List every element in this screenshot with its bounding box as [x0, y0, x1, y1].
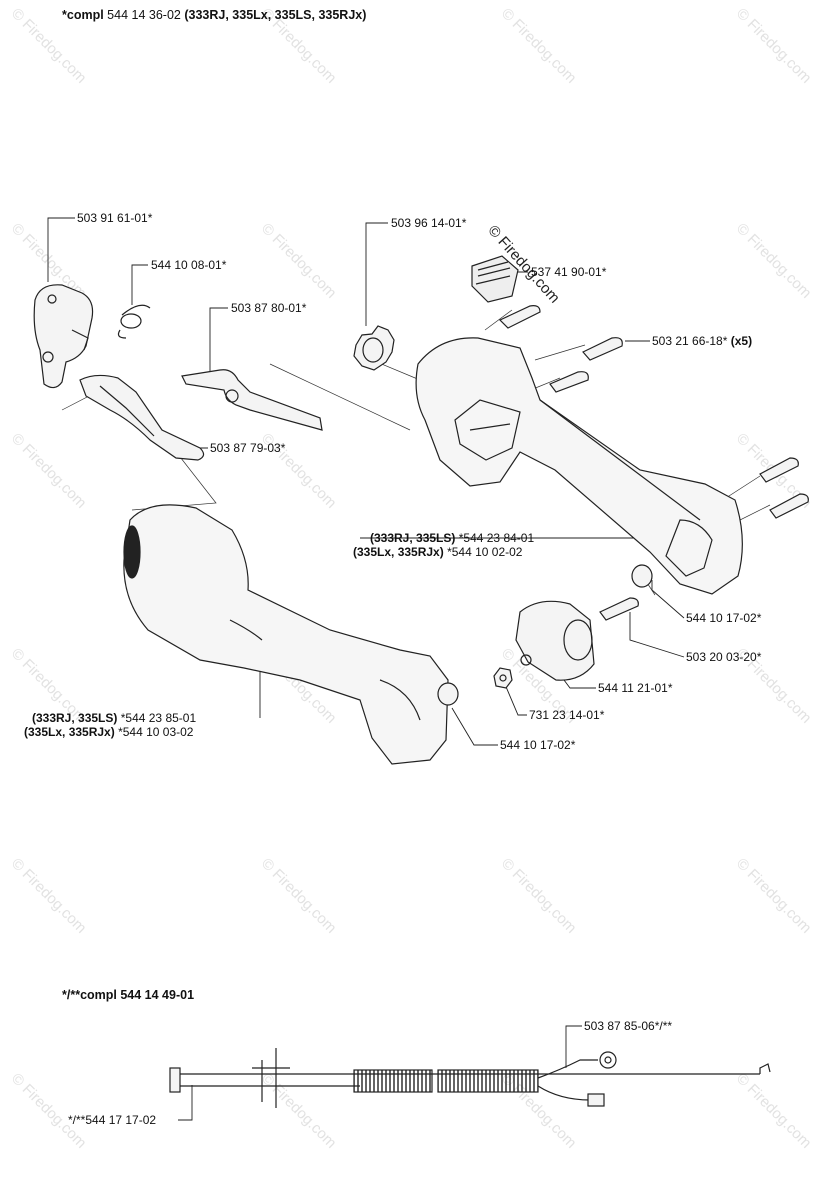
part-number: 503 21 66-18* [652, 334, 728, 348]
part-label-variant: (335Lx, 335RJx) *544 10 03-02 [24, 725, 193, 739]
part-label: 537 41 90-01* [531, 265, 607, 279]
title-models: (333RJ, 335Lx, 335LS, 335RJx) [184, 8, 367, 22]
title-number: 544 14 36-02 [107, 8, 181, 22]
part-label: 544 10 08-01* [151, 258, 227, 272]
cable-harness [169, 1048, 771, 1108]
part-bushes [437, 564, 653, 706]
part-label: 544 10 17-02* [686, 611, 762, 625]
part-label-with-qty: 503 21 66-18* (x5) [652, 334, 752, 348]
part-label: 731 23 14-01* [529, 708, 605, 722]
variant-models: (335Lx, 335RJx) [353, 545, 444, 559]
part-label: 503 20 03-20* [686, 650, 762, 664]
part-throttle-cover [33, 284, 94, 389]
part-handle-upper [415, 337, 743, 595]
part-label: 503 87 80-01* [231, 301, 307, 315]
part-label-variant: (335Lx, 335RJx) *544 10 02-02 [353, 545, 522, 559]
part-label-variant: (333RJ, 335LS) *544 23 85-01 [32, 711, 196, 725]
variant-number: *544 10 03-02 [118, 725, 194, 739]
part-label: 503 96 14-01* [391, 216, 467, 230]
part-throttle-trigger [79, 374, 205, 461]
part-quantity: (x5) [730, 334, 753, 348]
part-label: 503 87 85-06*/** [584, 1019, 673, 1033]
part-label: */**544 17 17-02 [68, 1113, 157, 1127]
variant-models: (333RJ, 335LS) [370, 531, 456, 545]
part-spring [117, 304, 151, 339]
cable-kit-title-text: */**compl 544 14 49-01 [62, 988, 195, 1002]
part-ring-nut [353, 325, 395, 371]
variant-number: *544 23 84-01 [458, 531, 535, 545]
part-label: 503 91 61-01* [77, 211, 153, 225]
part-label: 544 10 17-02* [500, 738, 576, 752]
variant-number: *544 10 02-02 [447, 545, 523, 559]
part-stop-switch [471, 255, 519, 303]
cable-kit-title: */**compl 544 14 49-01 [62, 988, 194, 1002]
part-handle-lower [123, 504, 449, 765]
variant-models: (333RJ, 335LS) [32, 711, 118, 725]
part-screws [498, 305, 809, 621]
variant-number: *544 23 85-01 [120, 711, 197, 725]
part-clamp [515, 600, 595, 681]
title-prefix: *compl [62, 8, 104, 22]
variant-models: (335Lx, 335RJx) [24, 725, 115, 739]
part-nut [493, 667, 513, 689]
part-label: 503 87 79-03* [210, 441, 286, 455]
diagram-title: *compl 544 14 36-02 (333RJ, 335Lx, 335LS… [62, 8, 366, 22]
part-throttle-rod [181, 369, 323, 431]
part-label-variant: (333RJ, 335LS) *544 23 84-01 [370, 531, 534, 545]
part-label: 544 11 21-01* [598, 681, 673, 695]
